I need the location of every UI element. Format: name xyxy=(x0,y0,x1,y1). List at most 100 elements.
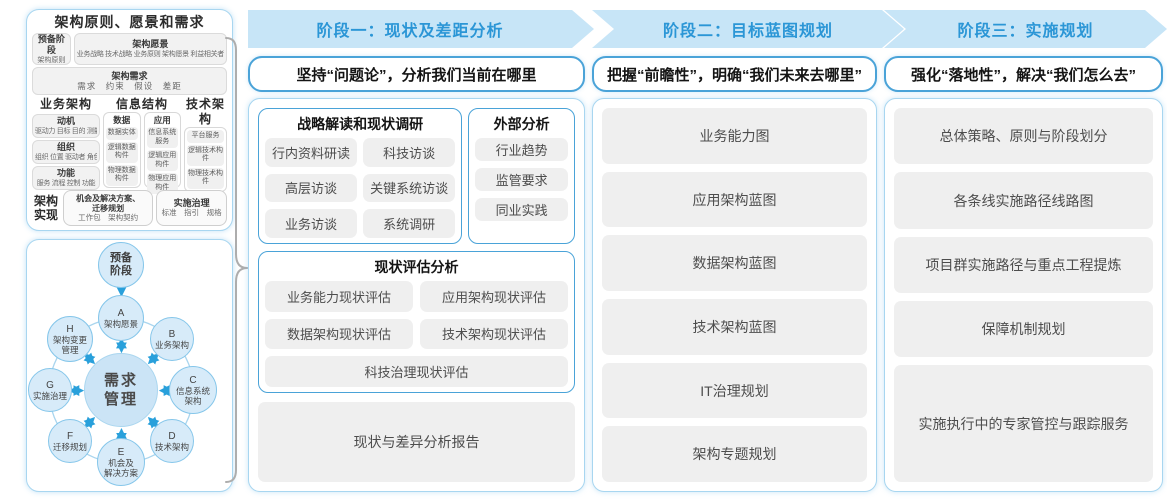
research-item: 科技访谈 xyxy=(363,138,456,167)
information-structure-header: 信息结构 xyxy=(115,97,168,111)
architecture-principles-panel: 架构原则、愿景和需求 预备阶段 架构原则 架构愿景 业务战略 技术战略 业务原则… xyxy=(26,9,233,231)
phase3-item: 实施执行中的专家管控与跟踪服务 xyxy=(894,365,1153,482)
phase2-subtitle-text: 把握“前瞻性”，明确“我们未来去哪里” xyxy=(606,66,862,84)
cycle-node-label: 信息系统 架构 xyxy=(175,385,210,406)
application-item: 逻辑应用构件 xyxy=(146,150,178,171)
data-item: 数据实体 xyxy=(106,127,138,140)
external-analysis-box: 外部分析 行业趋势 监管要求 同业实践 xyxy=(468,108,575,244)
strategy-research-box: 战略解读和现状调研 行内资料研读 科技访谈 高层访谈 关键系统访谈 业务访谈 系… xyxy=(258,108,463,244)
motivation-sub: 驱动力 目标 目的 测量 xyxy=(35,128,97,135)
cycle-node-letter: A xyxy=(117,307,125,319)
phase3-subtitle-box: 强化“落地性”，解决“我们怎么去” xyxy=(884,56,1163,92)
cycle-node-label: 迁移规划 xyxy=(52,441,87,452)
prep-phase-title: 预备阶段 xyxy=(37,33,65,55)
architecture-vision-title: 架构愿景 xyxy=(132,39,169,49)
cycle-node-letter: G xyxy=(46,379,54,391)
application-item: 信息系统服务 xyxy=(146,127,178,148)
phase2-item: 应用架构蓝图 xyxy=(602,171,867,228)
architecture-implementation-row: 架构 实现 机会及解决方案、 迁移规划 工作包 架构契约 实施治理 标准 指引 … xyxy=(32,190,227,226)
phase3-item: 项目群实施路径与重点工程提炼 xyxy=(894,236,1153,294)
cycle-node-letter: C xyxy=(189,374,197,386)
phase2-header-text: 阶段二：目标蓝图规划 xyxy=(662,23,833,40)
research-item: 高层访谈 xyxy=(265,173,358,203)
research-item: 系统调研 xyxy=(363,209,456,238)
data-item: 物理数据构件 xyxy=(106,164,138,186)
center-b-arrow xyxy=(147,352,160,365)
implementation-label: 架构 实现 xyxy=(33,194,58,222)
research-item: 行内资料研读 xyxy=(265,138,358,167)
phase2-header-band: 阶段二：目标蓝图规划 xyxy=(592,10,904,48)
cycle-node-c: C 信息系统 架构 xyxy=(169,366,217,414)
prep-vision-row: 预备阶段 架构原则 架构愿景 业务战略 技术战略 业务原则 架构愿景 利益相关者 xyxy=(32,33,227,65)
external-analysis-title: 外部分析 xyxy=(493,116,550,132)
cycle-node-letter: B xyxy=(168,328,176,340)
implementation-governance-title: 实施治理 xyxy=(173,197,210,208)
architecture-vision-box: 架构愿景 业务战略 技术战略 业务原则 架构愿景 利益相关者 xyxy=(73,33,227,65)
phase1-subtitle-text: 坚持“问题论”，分析我们当前在哪里 xyxy=(296,66,537,84)
cycle-node-letter: F xyxy=(66,430,74,442)
prep-phase-box: 预备阶段 架构原则 xyxy=(32,33,71,65)
phase1-header-text: 阶段一：现状及差距分析 xyxy=(316,23,504,40)
phase2-item: 技术架构蓝图 xyxy=(602,299,867,355)
cycle-node-label: 业务架构 xyxy=(154,339,189,350)
phase1-content-panel: 战略解读和现状调研 行内资料研读 科技访谈 高层访谈 关键系统访谈 业务访谈 系… xyxy=(248,98,585,492)
cycle-center-label: 需求 管理 xyxy=(103,372,138,408)
cycle-node-label: 架构愿景 xyxy=(103,318,138,329)
assessment-item: 应用架构现状评估 xyxy=(420,281,568,312)
left-panel-title: 架构原则、愿景和需求 xyxy=(54,14,205,30)
cycle-node-g: G 实施治理 xyxy=(28,368,72,412)
technology-item: 平台服务 xyxy=(187,130,224,143)
technology-architecture-header: 技术架构 xyxy=(185,97,225,126)
function-box: 功能 服务 流程 控制 功能 xyxy=(32,166,100,190)
phase2-item: 业务能力图 xyxy=(602,108,867,164)
information-structure-column: 信息结构 数据 数据实体 逻辑数据构件 物理数据构件 应用 信息系统服务 逻辑应… xyxy=(103,97,181,194)
external-item: 行业趋势 xyxy=(475,138,568,161)
business-architecture-column: 业务架构 动机 驱动力 目标 目的 测量 组织 组织 位置 驱动者 角色 功能 … xyxy=(32,97,100,190)
technology-item: 逻辑技术构件 xyxy=(187,144,224,166)
architecture-domains-row: 业务架构 动机 驱动力 目标 目的 测量 组织 组织 位置 驱动者 角色 功能 … xyxy=(32,97,227,194)
phase3-content-panel: 总体策略、原则与阶段划分 各条线实施路径线路图 项目群实施路径与重点工程提炼 保… xyxy=(884,98,1163,492)
organization-box: 组织 组织 位置 驱动者 角色 xyxy=(32,140,100,164)
phase2-item: 架构专题规划 xyxy=(602,426,867,483)
application-subcolumn: 应用 信息系统服务 逻辑应用构件 物理应用构件 xyxy=(143,112,181,194)
architecture-vision-sub: 业务战略 技术战略 业务原则 架构愿景 利益相关者 xyxy=(76,51,224,58)
data-item: 逻辑数据构件 xyxy=(106,141,138,163)
phase2-item: 数据架构蓝图 xyxy=(602,235,867,292)
organization-title: 组织 xyxy=(56,142,75,152)
cycle-node-e: E 机会及 解决方案 xyxy=(97,438,145,486)
research-item: 关键系统访谈 xyxy=(363,173,456,203)
opportunities-migration-title: 机会及解决方案、 迁移规划 xyxy=(76,194,141,213)
function-title: 功能 xyxy=(56,168,75,178)
architecture-requirement-sub: 需求 约束 假设 差距 xyxy=(77,81,182,91)
external-item: 同业实践 xyxy=(475,198,568,221)
business-architecture-header: 业务架构 xyxy=(39,97,92,111)
cycle-node-letter: D xyxy=(168,430,176,442)
application-subcolumn-title: 应用 xyxy=(153,115,171,125)
opportunities-migration-box: 机会及解决方案、 迁移规划 工作包 架构契约 xyxy=(63,190,154,226)
assessment-item: 科技治理现状评估 xyxy=(265,356,568,387)
data-subcolumn: 数据 数据实体 逻辑数据构件 物理数据构件 xyxy=(103,112,141,188)
technology-architecture-column: 技术架构 平台服务 逻辑技术构件 物理技术构件 xyxy=(184,97,227,192)
phase2-content-panel: 业务能力图 应用架构蓝图 数据架构蓝图 技术架构蓝图 IT治理规划 架构专题规划 xyxy=(592,98,877,492)
cycle-node-label: 机会及 解决方案 xyxy=(103,457,138,478)
external-item: 监管要求 xyxy=(475,168,568,191)
implementation-governance-sub: 标准 指引 规格 xyxy=(161,208,222,218)
gap-analysis-report-box: 现状与差异分析报告 xyxy=(258,402,575,482)
architecture-requirement-title: 架构需求 xyxy=(111,71,148,81)
center-h-arrow xyxy=(83,352,96,365)
cycle-node-label: 实施治理 xyxy=(32,390,67,401)
cycle-node-d: D 技术架构 xyxy=(150,419,194,463)
cycle-node-prep: 预备 阶段 xyxy=(98,242,144,288)
data-subcolumn-title: 数据 xyxy=(113,115,131,125)
function-sub: 服务 流程 控制 功能 xyxy=(36,180,96,187)
cycle-node-label: 技术架构 xyxy=(154,441,189,452)
research-item: 业务访谈 xyxy=(265,209,358,238)
phase1-subtitle-box: 坚持“问题论”，分析我们当前在哪里 xyxy=(248,56,585,92)
assessment-item: 业务能力现状评估 xyxy=(265,281,413,312)
current-state-assessment-box: 现状评估分析 业务能力现状评估 应用架构现状评估 数据架构现状评估 技术架构现状… xyxy=(258,251,575,393)
opportunities-migration-sub: 工作包 架构契约 xyxy=(78,213,139,222)
cycle-node-b: B 业务架构 xyxy=(150,317,194,361)
cycle-node-f: F 迁移规划 xyxy=(48,419,92,463)
phase3-subtitle-text: 强化“落地性”，解决“我们怎么去” xyxy=(910,66,1136,84)
